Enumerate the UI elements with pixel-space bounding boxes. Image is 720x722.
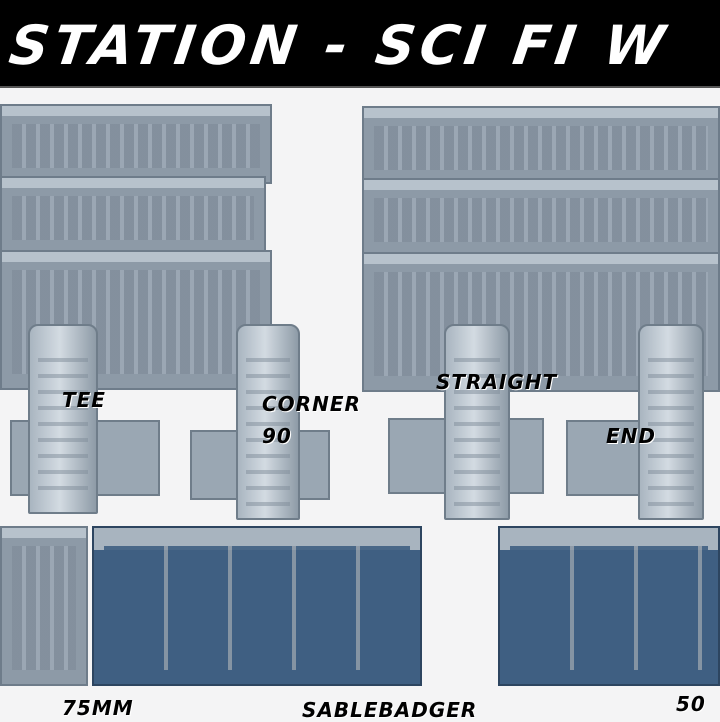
pillar-corner xyxy=(236,324,300,520)
label-75mm: 75MM xyxy=(62,696,134,720)
wall-model xyxy=(362,106,720,186)
pillar-straight xyxy=(444,324,510,520)
title-banner: STATION - SCI FI W xyxy=(0,0,720,88)
label-tee: TEE xyxy=(62,388,106,412)
label-50mm: 50 xyxy=(676,692,706,716)
label-brand: SABLEBADGER xyxy=(302,698,478,722)
label-straight: STRAIGHT xyxy=(436,370,558,394)
wall-model xyxy=(362,252,720,392)
label-corner: CORNER xyxy=(262,392,361,416)
wall-model xyxy=(0,104,272,184)
label-corner-angle: 90 xyxy=(262,424,292,448)
wall-model xyxy=(498,526,720,686)
label-end: END xyxy=(606,424,657,448)
wall-model xyxy=(92,526,422,686)
pillar-end xyxy=(638,324,704,520)
wall-model xyxy=(0,176,266,256)
wall-model xyxy=(0,526,88,686)
title: STATION - SCI FI W xyxy=(5,14,674,77)
wall-model xyxy=(362,178,720,258)
pillar-tee xyxy=(28,324,98,514)
